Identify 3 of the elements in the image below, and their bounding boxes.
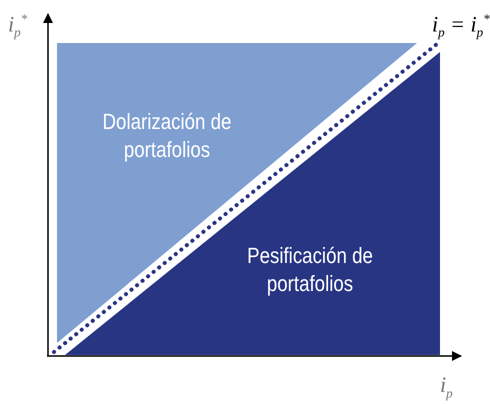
region-label: Dolarización de portafolios: [102, 108, 232, 163]
region-label: Pesificación de portafolios: [246, 242, 374, 297]
axis-label: i$_{p}$: [440, 374, 453, 400]
